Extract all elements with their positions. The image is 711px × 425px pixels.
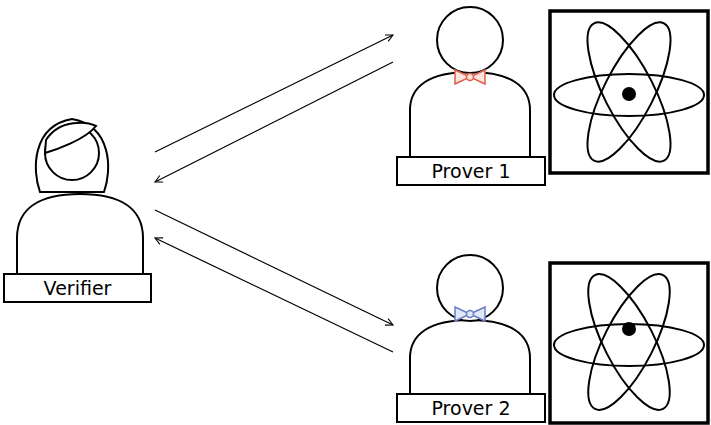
head xyxy=(437,7,503,73)
bowtie xyxy=(455,307,485,321)
figure-node: Prover 1 xyxy=(396,6,546,186)
body xyxy=(410,72,530,158)
bangs xyxy=(45,123,96,153)
message-arrow xyxy=(155,238,393,352)
atom-icon xyxy=(550,11,708,173)
prover-figure xyxy=(410,7,530,158)
figure-node: Verifier xyxy=(3,118,152,303)
message-arrow xyxy=(155,35,393,152)
message-arrow xyxy=(155,62,393,182)
hair xyxy=(36,119,108,192)
verifier-figure xyxy=(17,119,143,275)
body xyxy=(410,320,530,395)
name-label: Prover 2 xyxy=(396,393,546,423)
bowtie xyxy=(455,70,485,84)
prover-figure xyxy=(410,255,530,395)
head xyxy=(437,255,503,321)
message-arrow xyxy=(155,210,393,325)
atom-icon xyxy=(550,263,708,423)
body xyxy=(17,194,143,275)
name-label: Verifier xyxy=(3,273,152,303)
name-label: Prover 1 xyxy=(396,156,546,186)
figure-node: Prover 2 xyxy=(396,256,546,423)
